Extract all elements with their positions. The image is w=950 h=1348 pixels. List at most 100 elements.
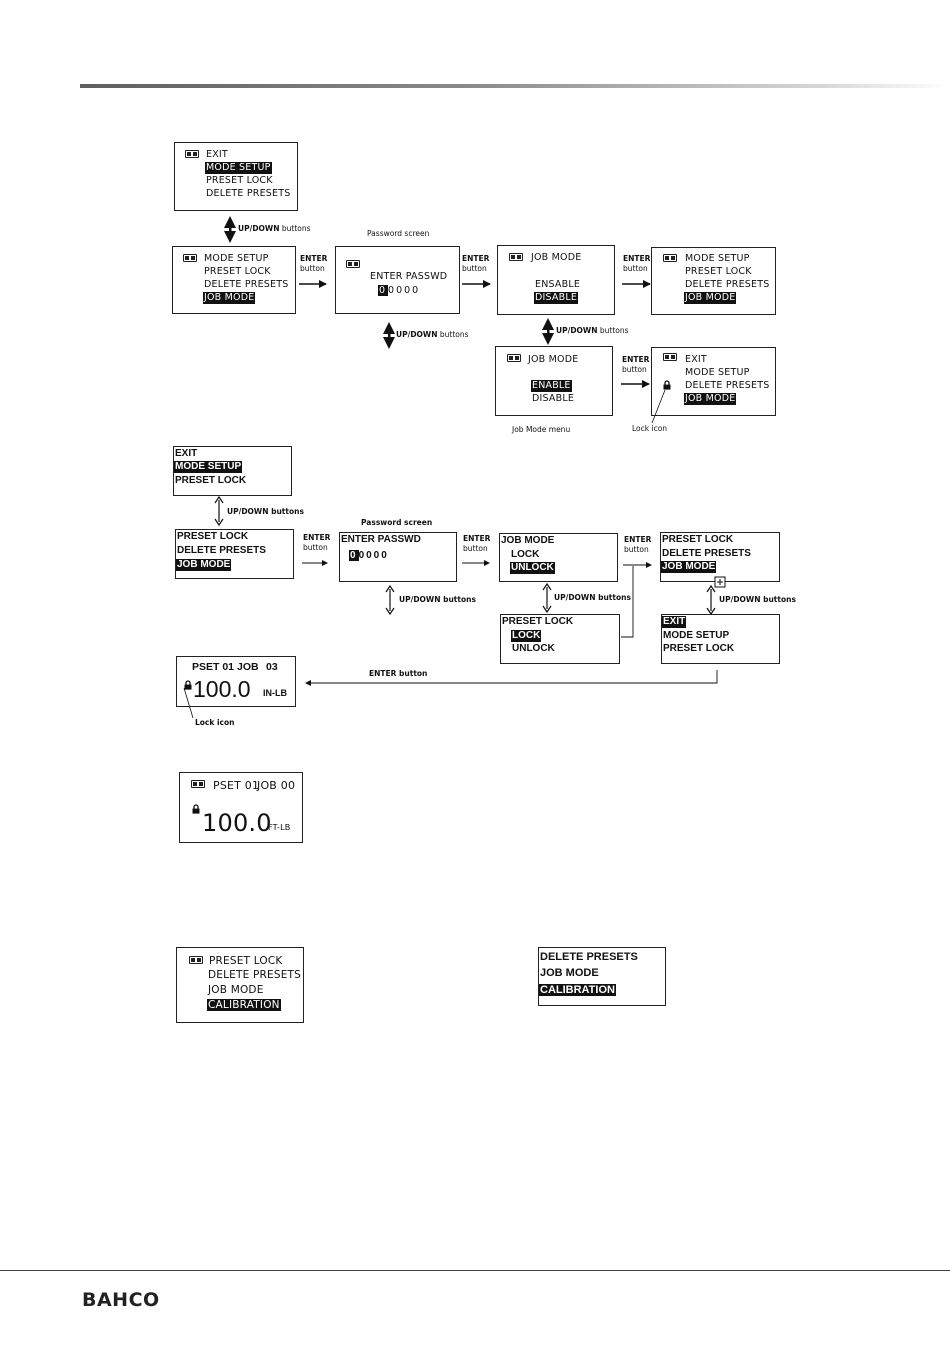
header-rule: [80, 84, 950, 88]
menu-job-mode: JOB MODE: [203, 292, 256, 304]
job-mode-title: JOB MODE: [528, 354, 579, 365]
battery-icon: [183, 254, 197, 262]
footer-rule: [0, 1270, 950, 1271]
screen-mode-setup-b: PRESET LOCK DELETE PRESETS JOB MODE: [175, 529, 294, 579]
menu-preset-lock: PRESET LOCK: [175, 475, 247, 486]
menu-delete-presets: DELETE PRESETS: [685, 380, 770, 391]
screen-mode-setup: MODE SETUP PRESET LOCK DELETE PRESETS JO…: [172, 246, 296, 314]
menu-job-mode: JOB MODE: [208, 984, 264, 996]
battery-icon: [185, 150, 199, 158]
option-disable: DISABLE: [532, 393, 575, 404]
menu-calibration: CALIBRATION: [207, 999, 281, 1011]
pset-label: PSET 01: [192, 661, 235, 673]
menu-delete-presets: DELETE PRESETS: [206, 188, 291, 199]
battery-icon: [346, 260, 360, 268]
passwd-digits: 0000: [358, 550, 389, 561]
menu-mode-setup: MODE SETUP: [174, 461, 243, 473]
job-mode-title: JOB MODE: [531, 252, 582, 263]
double-arrow-icon: [214, 495, 224, 527]
screen-locked-menu: EXIT MODE SETUP DELETE PRESETS JOB MODE: [651, 347, 776, 416]
screen-preset-lock-result: PRESET LOCK DELETE PRESETS JOB MODE: [660, 532, 780, 582]
updown-label-6: UP/DOWN buttons: [554, 593, 631, 602]
option-unlock: UNLOCK: [512, 643, 555, 654]
lock-pointer-line: [651, 389, 666, 424]
battery-icon: [663, 254, 677, 262]
lock-icon: [192, 804, 200, 814]
plus-box-icon: [714, 576, 726, 588]
lock-pointer-line: [183, 687, 194, 719]
enter-button-caption: ENTER button: [369, 669, 428, 678]
menu-mode-setup: MODE SETUP: [685, 253, 750, 264]
updown-label-4: UP/DOWN buttons: [227, 507, 304, 516]
torque-value: 100.0: [193, 676, 251, 702]
passwd-value: 00000: [349, 550, 389, 562]
enter-passwd-label: ENTER PASSWD: [341, 534, 421, 545]
menu-delete-presets: DELETE PRESETS: [685, 279, 770, 290]
battery-icon: [191, 780, 205, 788]
torque-value: 100.0: [202, 809, 272, 837]
screen-exit-menu: EXIT MODE SETUP PRESET LOCK: [661, 614, 780, 664]
job-label: JOB 00: [257, 779, 296, 792]
menu-job-mode: JOB MODE: [661, 561, 717, 573]
screen-locked-display-b: PSET 01 JOB 00 100.0 FT-LB: [179, 772, 303, 843]
menu-preset-lock: PRESET LOCK: [204, 266, 271, 277]
battery-icon: [509, 253, 523, 261]
return-connector: [305, 670, 718, 686]
screen-password: ENTER PASSWD 00000: [335, 246, 460, 314]
battery-icon: [189, 956, 203, 964]
screen-preset-lock-lock: PRESET LOCK LOCK UNLOCK: [500, 614, 620, 664]
screen-calibration-menu: PRESET LOCK DELETE PRESETS JOB MODE CALI…: [176, 947, 304, 1023]
menu-preset-lock: PRESET LOCK: [662, 534, 734, 545]
screen-password-b: ENTER PASSWD 00000: [339, 532, 457, 582]
screen-main-menu-b: EXIT MODE SETUP PRESET LOCK: [173, 446, 292, 496]
menu-delete-presets: DELETE PRESETS: [208, 969, 302, 981]
double-arrow-icon: [542, 318, 554, 345]
lock-icon: [663, 380, 671, 390]
passwd-cursor-digit: 0: [378, 285, 389, 296]
menu-job-mode: JOB MODE: [684, 393, 737, 405]
screen-calibration-menu-b: DELETE PRESETS JOB MODE CALIBRATION: [538, 947, 666, 1006]
job-mode-title: JOB MODE: [501, 535, 555, 546]
option-lock: LOCK: [511, 549, 540, 560]
password-screen-caption: Password screen: [361, 518, 433, 527]
updown-label-1: UP/DOWN buttons: [238, 224, 311, 233]
menu-exit: EXIT: [662, 616, 687, 628]
bahco-logo: BAHCO: [82, 1289, 160, 1311]
screen-job-mode-unlock: JOB MODE LOCK UNLOCK: [499, 533, 618, 582]
connector-line: [621, 566, 634, 638]
menu-preset-lock: PRESET LOCK: [663, 643, 735, 654]
menu-job-mode: JOB MODE: [684, 292, 737, 304]
menu-delete-presets: DELETE PRESETS: [540, 951, 638, 963]
menu-job-mode: JOB MODE: [176, 559, 232, 571]
menu-preset-lock: PRESET LOCK: [177, 531, 249, 542]
lock-icon-caption: Lock icon: [195, 718, 235, 727]
job-label: JOB: [237, 661, 259, 673]
double-arrow-icon: [385, 584, 395, 616]
lock-icon-caption: Lock icon: [632, 424, 668, 433]
menu-delete-presets: DELETE PRESETS: [204, 279, 289, 290]
screen-job-mode-disable: JOB MODE ENSABLE DISABLE: [497, 245, 615, 315]
double-arrow-icon: [706, 584, 716, 616]
menu-mode-setup: MODE SETUP: [205, 162, 272, 174]
updown-label-2: UP/DOWN buttons: [396, 330, 469, 339]
updown-label-5: UP/DOWN buttons: [399, 595, 476, 604]
passwd-value: 00000: [378, 285, 420, 297]
option-unlock: UNLOCK: [510, 562, 555, 574]
option-lock: LOCK: [511, 630, 542, 642]
menu-delete-presets: DELETE PRESETS: [662, 548, 751, 559]
battery-icon: [663, 353, 677, 361]
lock-icon: [184, 680, 192, 690]
password-screen-caption: Password screen: [367, 229, 430, 238]
double-arrow-icon: [383, 322, 395, 349]
menu-calibration: CALIBRATION: [539, 984, 616, 996]
double-arrow-icon: [542, 582, 552, 614]
menu-delete-presets: DELETE PRESETS: [177, 545, 266, 556]
menu-exit: EXIT: [206, 149, 228, 160]
passwd-cursor-digit: 0: [349, 550, 359, 561]
